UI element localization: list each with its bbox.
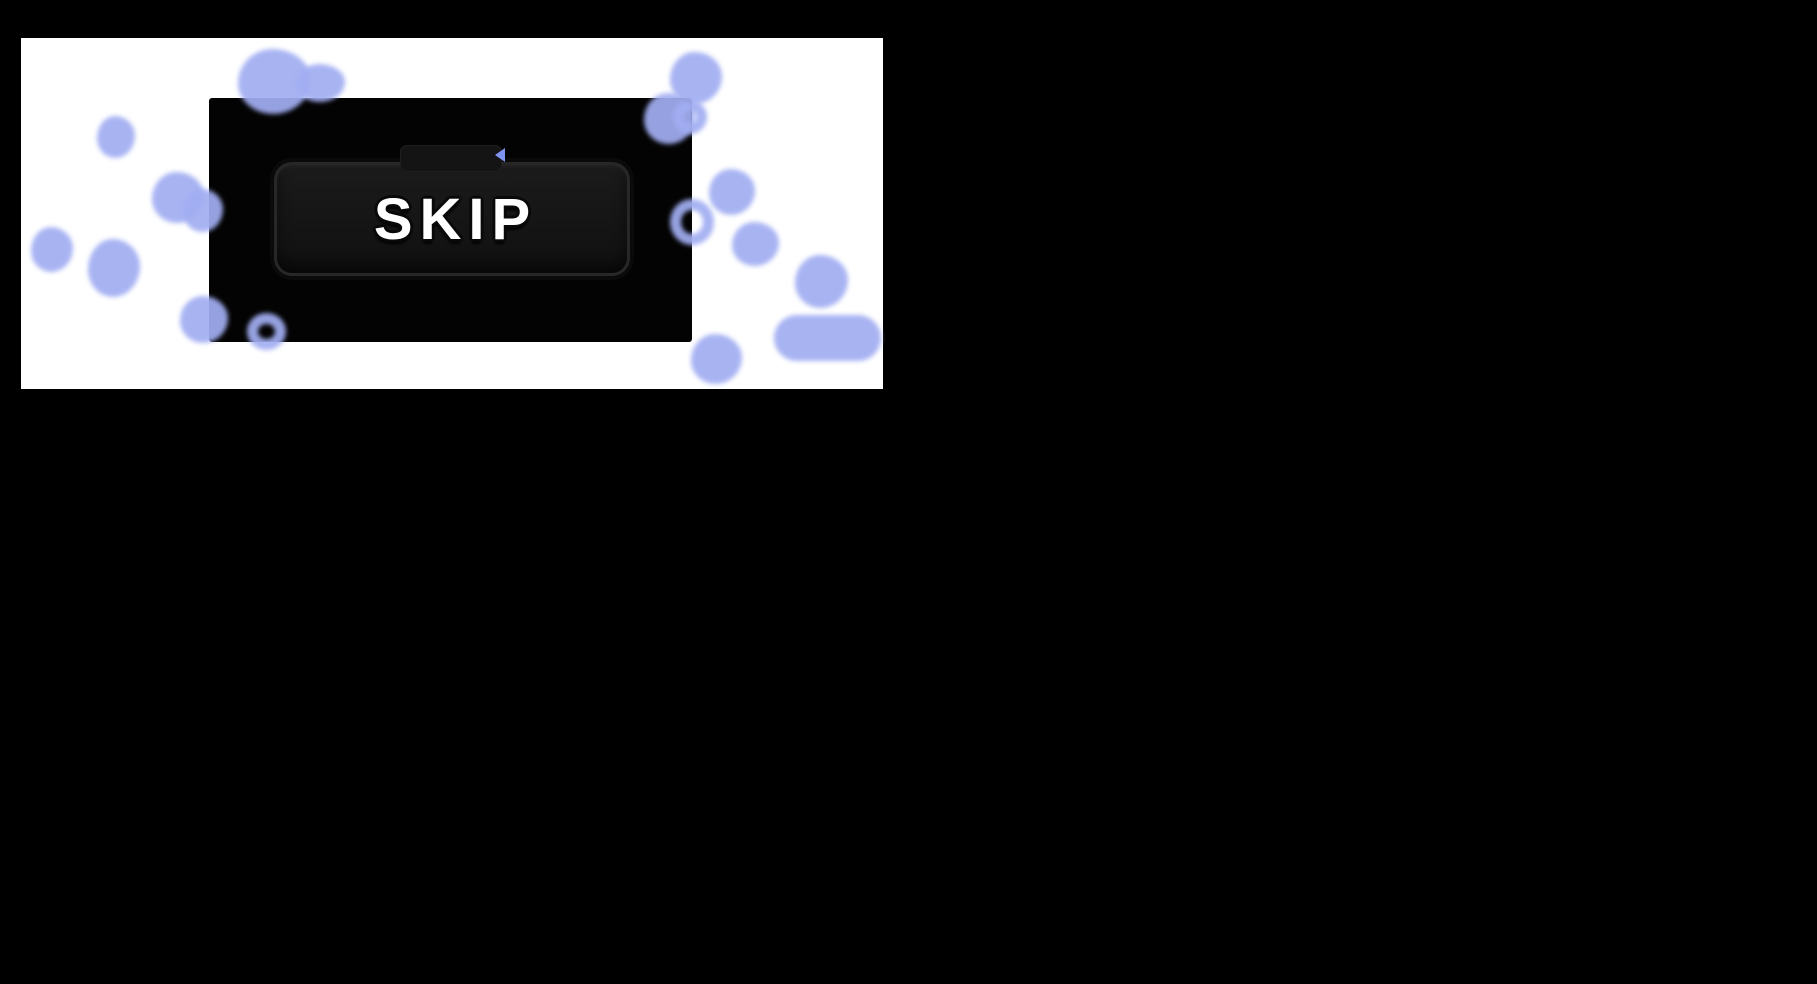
click-marker-blob: [152, 172, 204, 223]
click-marker-blob: [709, 169, 755, 215]
game-viewport: SKIP: [209, 98, 692, 342]
click-marker-pill: [774, 315, 881, 361]
click-marker-blob: [31, 227, 73, 272]
click-marker-blob: [670, 52, 722, 104]
click-marker-blob: [795, 255, 848, 308]
progress-marker-arrow-icon: [495, 148, 505, 162]
skip-button-label: SKIP: [373, 186, 538, 252]
screenshot-panel: SKIP: [21, 38, 883, 389]
click-marker-blob: [97, 116, 135, 158]
click-marker-blob: [296, 64, 345, 102]
skip-button[interactable]: SKIP: [274, 162, 630, 276]
click-marker-blob: [88, 239, 140, 297]
skip-progress-banner: [400, 145, 502, 172]
click-marker-blob: [691, 334, 742, 384]
click-marker-blob: [732, 222, 779, 266]
